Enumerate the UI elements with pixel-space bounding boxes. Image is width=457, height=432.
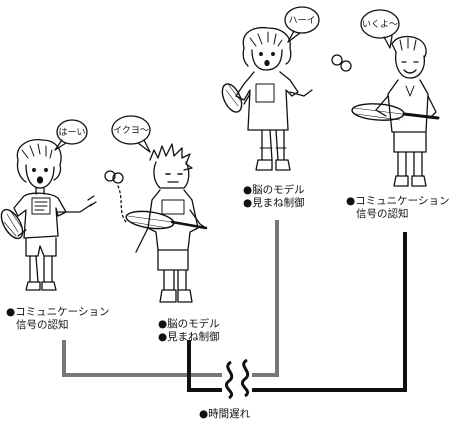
speech-text-girl-left: はーい bbox=[58, 127, 85, 138]
right-boy-figure bbox=[340, 9, 440, 187]
label-left-boy: ●脳のモデル ●見まね制御 bbox=[158, 318, 220, 344]
label-time-delay: ●時間遅れ bbox=[199, 408, 251, 420]
label-line: ●コミュニケーション bbox=[6, 306, 110, 318]
label-right-girl: ●脳のモデル ●見まね制御 bbox=[243, 184, 305, 210]
label-line: ●脳のモデル bbox=[243, 184, 305, 196]
label-right-boy: ●コミュニケーション 信号の認知 bbox=[346, 195, 449, 221]
label-line: ●脳のモデル bbox=[158, 318, 220, 330]
gray-connector-line bbox=[62, 220, 279, 377]
speech-bubble bbox=[284, 6, 320, 34]
speech-text-girl-right: ハーイ bbox=[288, 16, 315, 26]
black-connector-line bbox=[187, 232, 407, 392]
left-girl-figure bbox=[0, 119, 116, 291]
label-line: ●見まね制御 bbox=[243, 197, 305, 209]
speech-text-boy-left: イクヨ〜 bbox=[113, 125, 149, 136]
label-line: ●見まね制御 bbox=[158, 331, 220, 343]
label-line: 信号の認知 bbox=[356, 208, 409, 220]
label-line: 信号の認知 bbox=[16, 319, 69, 331]
connector-lines bbox=[62, 220, 407, 400]
time-delay-squiggle bbox=[224, 360, 234, 400]
left-boy-figure bbox=[111, 115, 208, 303]
right-girl-figure bbox=[221, 6, 343, 171]
speech-bubble bbox=[360, 9, 400, 39]
label-left-girl: ●コミュニケーション 信号の認知 bbox=[6, 306, 109, 332]
speech-bubble bbox=[56, 119, 88, 145]
label-line: ●コミュニケーション bbox=[346, 195, 450, 207]
speech-text-boy-right: いくよ〜 bbox=[362, 19, 398, 30]
speech-bubble bbox=[111, 115, 151, 145]
